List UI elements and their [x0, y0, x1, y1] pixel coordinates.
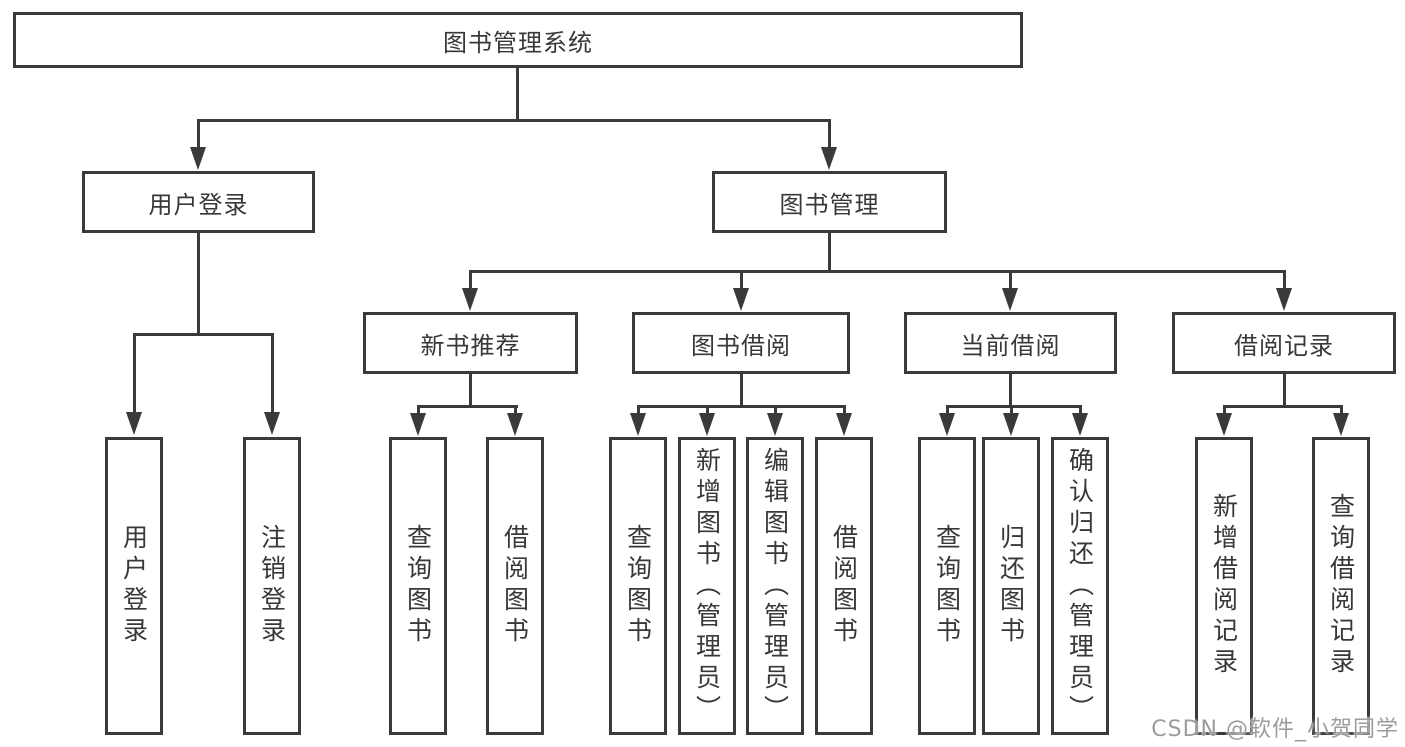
arrow-down-icon: [821, 147, 837, 170]
connector-line: [133, 333, 274, 336]
connector-line: [197, 119, 200, 149]
node-label: 新书推荐: [420, 331, 521, 360]
connector-line: [1223, 405, 1226, 417]
leaf-user-login: 用户登录: [105, 437, 163, 735]
node-label: 查询图书: [623, 524, 653, 648]
arrow-down-icon: [1276, 288, 1292, 311]
node-label: 新增图书（管理员）: [692, 446, 722, 726]
arrow-down-icon: [767, 413, 783, 436]
node-label: 查询图书: [403, 524, 433, 648]
node-current-borrow: 当前借阅: [904, 312, 1117, 374]
arrow-down-icon: [410, 413, 426, 436]
node-label: 当前借阅: [960, 331, 1061, 360]
node-label: 新增借阅记录: [1209, 493, 1239, 679]
leaf-borrow-add-books-admin: 新增图书（管理员）: [678, 437, 736, 735]
arrow-down-icon: [264, 412, 280, 435]
csdn-watermark: CSDN @软件_小贺同学: [1151, 717, 1399, 742]
connector-line: [1340, 405, 1343, 417]
node-borrow-records: 借阅记录: [1172, 312, 1396, 374]
leaf-borrow-borrow-books: 借阅图书: [815, 437, 873, 735]
arrow-down-icon: [939, 413, 955, 436]
arrow-down-icon: [1002, 288, 1018, 311]
node-label: 图书管理系统: [443, 28, 593, 57]
connector-line: [197, 119, 831, 122]
leaf-current-confirm-return-admin: 确认归还（管理员）: [1051, 437, 1109, 735]
arrow-down-icon: [630, 413, 646, 436]
node-label: 借阅记录: [1234, 331, 1334, 360]
arrow-down-icon: [1333, 413, 1349, 436]
arrow-down-icon: [1216, 413, 1232, 436]
connector-line: [133, 333, 136, 415]
arrow-down-icon: [1003, 413, 1019, 436]
node-label: 借阅图书: [829, 524, 859, 648]
connector-line: [946, 405, 1082, 408]
connector-line: [740, 374, 743, 408]
connector-line: [514, 405, 517, 417]
connector-line: [469, 374, 472, 408]
node-label: 用户登录: [148, 190, 249, 219]
leaf-borrow-edit-books-admin: 编辑图书（管理员）: [746, 437, 804, 735]
connector-line: [828, 233, 831, 273]
arrow-down-icon: [699, 413, 715, 436]
node-label: 编辑图书（管理员）: [760, 446, 790, 726]
connector-line: [469, 270, 472, 292]
leaf-logout: 注销登录: [243, 437, 301, 735]
leaf-records-query-record: 查询借阅记录: [1312, 437, 1370, 735]
arrow-down-icon: [462, 288, 478, 311]
node-label: 借阅图书: [500, 524, 530, 648]
connector-line: [828, 119, 831, 149]
arrow-down-icon: [733, 288, 749, 311]
node-label: 确认归还（管理员）: [1065, 446, 1095, 726]
arrow-down-icon: [507, 413, 523, 436]
connector-line: [417, 405, 420, 417]
connector-line: [774, 405, 777, 417]
leaf-borrow-query-books: 查询图书: [609, 437, 667, 735]
node-user-login: 用户登录: [82, 171, 315, 233]
leaf-recommend-query-books: 查询图书: [389, 437, 447, 735]
connector-line: [843, 405, 846, 417]
node-label: 注销登录: [257, 524, 287, 648]
connector-line: [197, 233, 200, 336]
connector-line: [516, 68, 519, 120]
connector-line: [706, 405, 709, 417]
node-label: 归还图书: [996, 524, 1026, 648]
connector-line: [271, 333, 274, 415]
connector-line: [1010, 405, 1013, 417]
connector-line: [1009, 374, 1012, 408]
leaf-current-query-books: 查询图书: [918, 437, 976, 735]
connector-line: [637, 405, 640, 417]
leaf-records-add-record: 新增借阅记录: [1195, 437, 1253, 735]
leaf-recommend-borrow-books: 借阅图书: [486, 437, 544, 735]
arrow-down-icon: [190, 147, 206, 170]
node-book-management: 图书管理: [712, 171, 947, 233]
connector-line: [1223, 405, 1343, 408]
node-label: 查询借阅记录: [1326, 493, 1356, 679]
connector-line: [1283, 270, 1286, 292]
node-label: 图书管理: [779, 190, 880, 219]
connector-line: [1009, 270, 1012, 292]
leaf-current-return-books: 归还图书: [982, 437, 1040, 735]
connector-line: [946, 405, 949, 417]
connector-line: [1283, 374, 1286, 408]
node-label: 查询图书: [932, 524, 962, 648]
connector-line: [637, 405, 846, 408]
arrow-down-icon: [836, 413, 852, 436]
arrow-down-icon: [126, 412, 142, 435]
node-new-book-recommend: 新书推荐: [363, 312, 578, 374]
connector-line: [740, 270, 743, 292]
node-book-borrow: 图书借阅: [632, 312, 850, 374]
connector-line: [1079, 405, 1082, 417]
connector-line: [417, 405, 518, 408]
connector-line: [469, 270, 1286, 273]
arrow-down-icon: [1072, 413, 1088, 436]
node-label: 用户登录: [119, 524, 149, 648]
node-root-library-system: 图书管理系统: [13, 12, 1023, 68]
node-label: 图书借阅: [691, 331, 791, 360]
